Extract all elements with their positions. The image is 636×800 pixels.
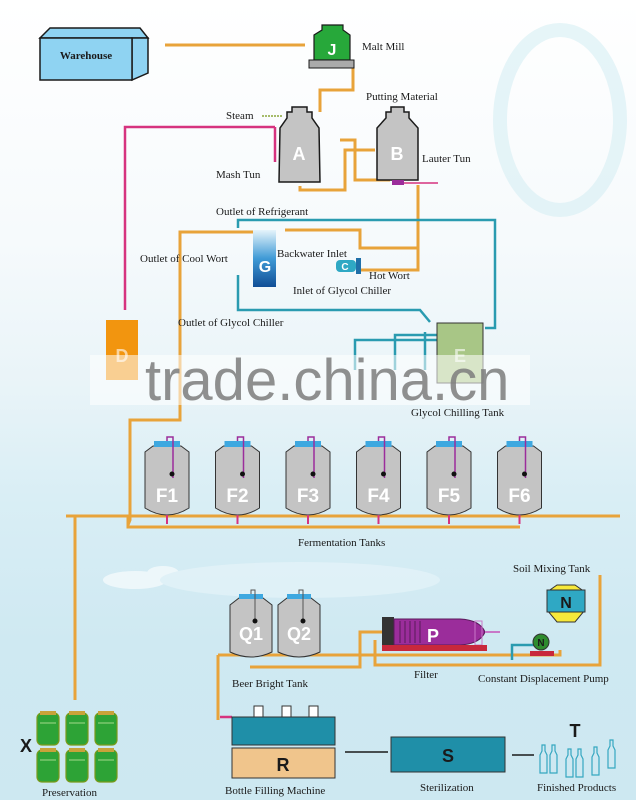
inlet-glycol-label: Inlet of Glycol Chiller	[293, 285, 391, 297]
bright-tank[interactable]: Q2	[277, 589, 321, 658]
steam-label: Steam	[226, 110, 254, 122]
fermentation-tank[interactable]: F5	[426, 436, 472, 524]
keg	[94, 748, 118, 783]
fermentation-tank-label: F5	[438, 486, 461, 507]
bottle	[539, 744, 548, 774]
preservation-kegs[interactable]	[36, 711, 118, 783]
bottle	[575, 748, 584, 778]
bright-tank-label: Q1	[239, 624, 263, 644]
pump-label: Constant Displacement Pump	[478, 673, 609, 685]
filter-label: Filter	[414, 669, 438, 681]
malt-mill-label: Malt Mill	[362, 41, 404, 53]
fermentation-tank[interactable]: F6	[497, 436, 542, 524]
outlet-cool-wort-label: Outlet of Cool Wort	[140, 253, 228, 265]
fermentation-tank[interactable]: F4	[356, 436, 401, 524]
fermentation-tank-label: F3	[297, 486, 319, 507]
bright-tank-label: Q2	[287, 624, 311, 644]
mash-tun[interactable]: A	[278, 106, 321, 183]
fermentation-tank[interactable]: F2	[215, 436, 260, 524]
bottle-filler-label: Bottle Filling Machine	[225, 785, 325, 797]
fermentation-tank-label: F4	[367, 486, 390, 507]
bright-tank[interactable]: Q1	[229, 589, 273, 658]
fermentation-tank[interactable]: F1	[144, 436, 190, 524]
soil-mixing-label: Soil Mixing Tank	[513, 563, 591, 575]
soil-mixing-tank[interactable]: N	[546, 584, 586, 623]
keg	[65, 711, 89, 746]
bright-tanks: Q1 Q2	[229, 589, 321, 658]
lauter-tun[interactable]: B	[376, 106, 438, 185]
putting-material-label: Putting Material	[366, 91, 438, 103]
bottle	[591, 746, 600, 776]
preservation-label: Preservation	[42, 787, 97, 799]
mash-tun-label: Mash Tun	[216, 169, 261, 181]
outlet-glycol-label: Outlet of Glycol Chiller	[178, 317, 284, 329]
keg	[65, 748, 89, 783]
mash-tun-letter: A	[293, 144, 306, 164]
filter-letter: P	[427, 626, 439, 646]
bottle	[549, 744, 558, 774]
plate-cooler[interactable]: G	[253, 230, 276, 287]
keg	[36, 748, 60, 783]
sterilization-letter: S	[442, 746, 454, 766]
fermentation-tank-label: F6	[508, 486, 530, 507]
fermentation-tank[interactable]: F3	[285, 436, 331, 524]
malt-mill[interactable]: J	[308, 24, 355, 69]
fermentation-tanks: F1 F2 F3 F4 F5 F6	[144, 436, 542, 524]
displacement-pump[interactable]: N	[530, 633, 554, 656]
backwater-inlet-label: Backwater Inlet	[277, 248, 347, 260]
malt-mill-letter: J	[328, 42, 337, 59]
keg	[94, 711, 118, 746]
sterilization-unit[interactable]: S	[390, 736, 506, 773]
fermentation-tank-label: F1	[156, 486, 179, 507]
finished-letter: T	[570, 721, 581, 741]
fermentation-label: Fermentation Tanks	[298, 537, 385, 549]
pump-letter: N	[537, 638, 544, 649]
fermentation-tank-label: F2	[226, 486, 248, 507]
steam-pipes	[123, 125, 277, 719]
lauter-tun-label: Lauter Tun	[422, 153, 471, 165]
warehouse-label: Warehouse	[60, 50, 112, 62]
preservation-letter: X	[20, 736, 32, 756]
glycol-tank-label: Glycol Chilling Tank	[411, 407, 505, 419]
hot-wort-pump-letter: C	[341, 262, 348, 273]
wort-pipes	[66, 43, 620, 720]
filter[interactable]: P	[382, 617, 500, 651]
lauter-tun-letter: B	[391, 144, 404, 164]
watermark-text: trade.china.cn	[145, 348, 509, 413]
plate-cooler-letter: G	[259, 259, 271, 276]
finished-bottles[interactable]	[539, 739, 616, 778]
bright-tank-label: Beer Bright Tank	[232, 678, 309, 690]
keg	[36, 711, 60, 746]
finished-label: Finished Products	[537, 782, 616, 794]
bottle-filling-machine[interactable]: R	[231, 705, 336, 779]
outlet-refrigerant-label: Outlet of Refrigerant	[216, 206, 308, 218]
sterilization-label: Sterilization	[420, 782, 474, 794]
watermark: trade.china.cn	[90, 348, 530, 413]
hot-wort-pump[interactable]: C	[336, 258, 361, 274]
bottle	[607, 739, 616, 769]
bottle-filler-letter: R	[277, 755, 290, 775]
bottle	[565, 748, 574, 778]
warehouse[interactable]: Warehouse	[38, 27, 150, 82]
hot-wort-label: Hot Wort	[369, 270, 410, 282]
soil-mixing-letter: N	[560, 595, 572, 612]
background-clouds	[103, 23, 627, 598]
